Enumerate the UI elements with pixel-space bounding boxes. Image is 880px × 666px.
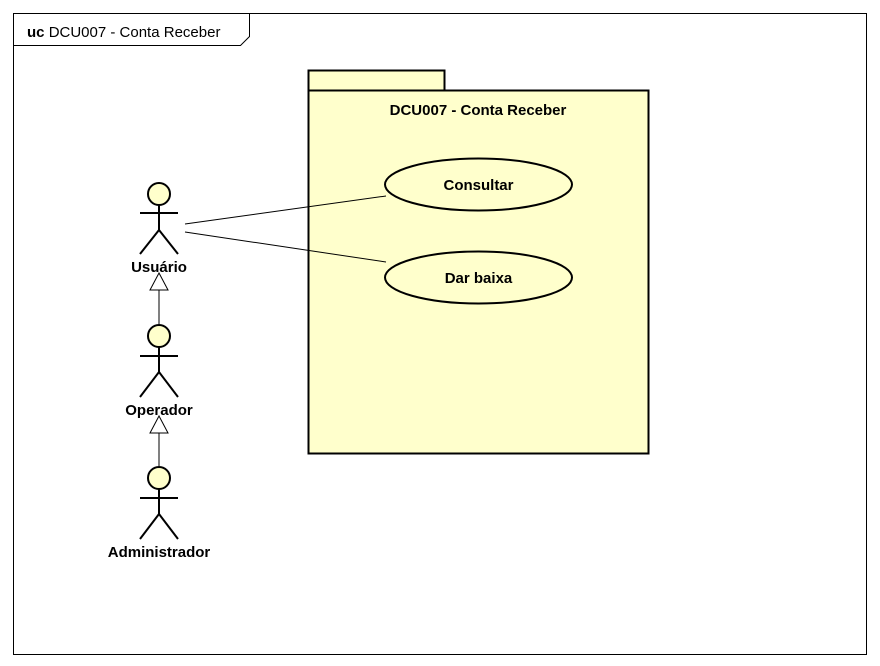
frame-title-tab (13, 13, 250, 46)
actor-icon (139, 466, 179, 540)
frame-title: uc DCU007 - Conta Receber (27, 24, 220, 41)
use-case-label: Consultar (443, 177, 513, 194)
frame-name: DCU007 - Conta Receber (49, 24, 221, 41)
actor-label: Usuário (131, 259, 187, 276)
association-usuario-consultar (184, 195, 387, 225)
use-case-label: Dar baixa (445, 270, 513, 287)
use-case-consultar[interactable]: Consultar (384, 157, 573, 212)
use-case-dar-baixa[interactable]: Dar baixa (384, 250, 573, 305)
actor-label: Administrador (108, 544, 211, 561)
actor-label: Operador (125, 402, 193, 419)
generalization-arrowhead (149, 271, 169, 291)
use-case-ellipse (384, 250, 573, 305)
actor-usuario[interactable]: Usuário (131, 182, 187, 276)
package-name: DCU007 - Conta Receber (390, 102, 567, 119)
association-usuario-dar-baixa (184, 231, 387, 263)
frame-keyword: uc (27, 24, 45, 41)
actor-operador[interactable]: Operador (125, 324, 193, 419)
generalization-operador-usuario (149, 271, 169, 324)
actor-administrador[interactable]: Administrador (108, 466, 211, 561)
generalization-administrador-operador (149, 414, 169, 466)
generalization-arrowhead (149, 414, 169, 434)
package-tab (307, 69, 446, 92)
actor-icon (139, 182, 179, 255)
use-case-ellipse (384, 157, 573, 212)
actor-icon (139, 324, 179, 398)
